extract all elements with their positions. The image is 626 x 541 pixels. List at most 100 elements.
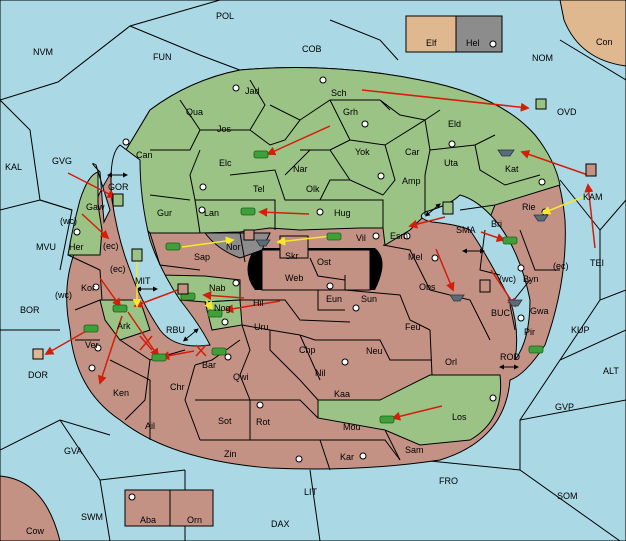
label-amp: Amp — [402, 176, 421, 186]
label-elc: Elc — [219, 158, 232, 168]
label-jos: Jos — [217, 124, 232, 134]
sea-labels: POL NVM FUN COB NOM KAL GVG MVU BOR GVA … — [5, 11, 619, 529]
sea-inner-west — [110, 144, 211, 347]
order-arrows-yellow — [132, 196, 584, 311]
label-uru: Uru — [254, 322, 269, 332]
label-rie: Rie — [522, 202, 536, 212]
label-ec-byn: (ec) — [553, 261, 569, 271]
label-uta: Uta — [444, 158, 458, 168]
label-som: SOM — [557, 491, 578, 501]
label-bri: Bri — [491, 219, 502, 229]
province-elf[interactable] — [405, 15, 457, 53]
province-orn[interactable] — [169, 489, 214, 527]
label-bar: Bar — [202, 360, 216, 370]
province-center-block[interactable] — [261, 249, 371, 291]
label-zin: Zin — [224, 449, 237, 459]
fleet-units[interactable] — [255, 149, 549, 307]
label-byn: Byn — [523, 274, 539, 284]
label-qwi: Qwi — [233, 372, 249, 382]
label-gwa: Gwa — [530, 306, 549, 316]
label-hil: Hil — [253, 298, 264, 308]
label-lan: Lan — [204, 208, 219, 218]
label-orn: Orn — [187, 515, 202, 525]
label-can: Can — [136, 150, 153, 160]
label-sun: Sun — [361, 294, 377, 304]
boxed-units[interactable] — [32, 98, 597, 360]
coast-markers — [107, 172, 519, 370]
supply-center-icon — [489, 40, 497, 48]
label-her: Her — [69, 242, 84, 252]
label-mvu: MVU — [36, 242, 56, 252]
label-rbu: RBU — [166, 325, 185, 335]
label-swm: SWM — [81, 512, 103, 522]
label-nab: Nab — [209, 283, 226, 293]
label-jad: Jad — [245, 86, 260, 96]
province-borders — [67, 79, 560, 471]
label-chr: Chr — [170, 382, 185, 392]
label-yok: Yok — [355, 147, 370, 157]
label-rot: Rot — [256, 417, 271, 427]
label-gva: GVA — [64, 446, 82, 456]
province-labels: Jad Sch Qua Grh Jos Eld Can Elc Nar Yok … — [69, 86, 549, 462]
label-cow: Cow — [26, 526, 45, 536]
label-ken: Ken — [113, 388, 129, 398]
label-nom: NOM — [532, 53, 553, 63]
label-wc-kor: (wc) — [55, 290, 72, 300]
label-ail: Ail — [145, 421, 155, 431]
label-gvp: GVP — [555, 402, 574, 412]
label-mit: MIT — [135, 276, 151, 286]
label-dax: DAX — [271, 519, 290, 529]
label-wc-gaw: (wc) — [60, 216, 77, 226]
label-kam: KAM — [583, 192, 603, 202]
label-alt: ALT — [603, 366, 619, 376]
label-fro: FRO — [439, 476, 458, 486]
label-feu: Feu — [405, 322, 421, 332]
label-wc-byn: (wc) — [499, 274, 516, 284]
label-eld: Eld — [448, 119, 461, 129]
label-pol: POL — [216, 11, 234, 21]
label-aba: Aba — [140, 515, 156, 525]
label-hel: Hel — [466, 38, 480, 48]
label-rod: ROD — [500, 352, 521, 362]
label-eun: Eun — [326, 294, 342, 304]
label-ovd: OVD — [557, 107, 577, 117]
label-kal: KAL — [5, 162, 22, 172]
label-orl: Orl — [445, 357, 457, 367]
label-vil: Vil — [356, 233, 366, 243]
label-qua: Qua — [186, 107, 203, 117]
label-nil: Nil — [315, 368, 326, 378]
label-nog: Nog — [214, 303, 231, 313]
label-ost: Ost — [317, 257, 332, 267]
label-neu: Neu — [366, 346, 383, 356]
label-sap: Sap — [194, 252, 210, 262]
label-pir: Pir — [524, 327, 535, 337]
label-nvm: NVM — [33, 47, 53, 57]
label-gaw: Gaw — [86, 202, 105, 212]
supply-center-icon — [128, 493, 136, 501]
label-buc: BUC — [491, 308, 511, 318]
label-lit: LIT — [304, 487, 318, 497]
label-kaa: Kaa — [334, 389, 350, 399]
label-gur: Gur — [157, 208, 172, 218]
label-los: Los — [452, 412, 467, 422]
label-kat: Kat — [505, 164, 519, 174]
label-sch: Sch — [331, 88, 347, 98]
label-sam: Sam — [405, 445, 424, 455]
label-fun: FUN — [153, 52, 172, 62]
label-gvg: GVG — [52, 156, 72, 166]
label-grh: Grh — [343, 107, 358, 117]
label-esm: Esm — [390, 231, 408, 241]
label-sma: SMA — [456, 225, 476, 235]
label-ec-kor: (ec) — [110, 264, 126, 274]
province-hel[interactable] — [455, 15, 503, 53]
label-ark: Ark — [117, 321, 131, 331]
supply-centers — [73, 76, 549, 463]
label-sot: Sot — [218, 416, 232, 426]
army-units[interactable] — [83, 150, 544, 424]
label-bor: BOR — [20, 305, 40, 315]
label-nar: Nar — [293, 164, 308, 174]
label-kar: Kar — [340, 452, 354, 462]
label-skr: Skr — [285, 251, 299, 261]
label-gor: GOR — [108, 182, 129, 192]
